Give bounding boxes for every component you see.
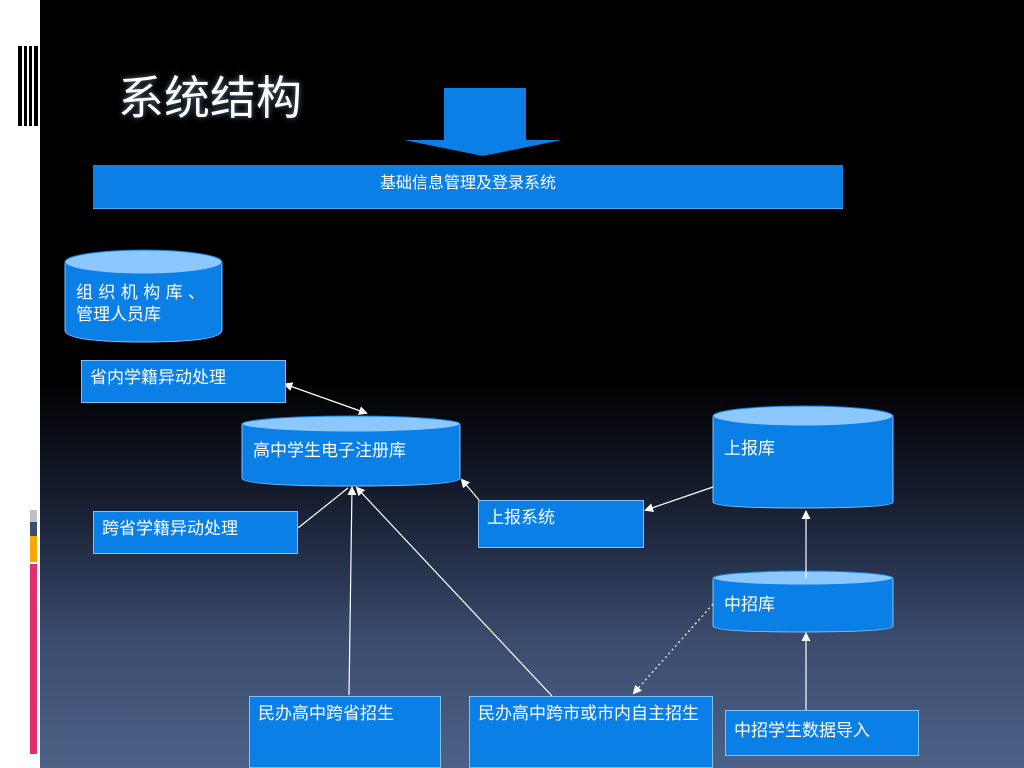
db-org-cylinder <box>64 249 223 343</box>
db-student-label: 高中学生电子注册库 <box>253 441 406 461</box>
arrow-reportdb-to-reportsys <box>644 486 714 512</box>
arrow-report-to-student <box>460 478 480 501</box>
box-report-system: 上报系统 <box>478 500 644 548</box>
box-cross-province-transfer: 跨省学籍异动处理 <box>93 511 298 554</box>
accent-block-navy <box>30 522 37 536</box>
accent-block-pink <box>30 564 37 754</box>
arrow-private-city-to-student <box>355 486 553 697</box>
box-private-cross-city: 民办高中跨市或市内自主招生 <box>469 696 713 768</box>
top-system-bar: 基础信息管理及登录系统 <box>93 165 843 209</box>
db-enroll-label: 中招库 <box>724 595 775 615</box>
accent-block-orange <box>30 536 37 562</box>
box-private-cross-province: 民办高中跨省招生 <box>249 696 441 768</box>
big-down-arrow <box>404 88 562 156</box>
arrow-inprov-student <box>283 382 368 415</box>
db-org-label: 组 织 机 构 库 、 管理人员库 <box>76 283 206 325</box>
db-report-label: 上报库 <box>724 439 775 459</box>
accent-block-gray <box>30 510 37 522</box>
dotted-arrow-enroll-to-private <box>632 603 714 695</box>
arrow-private-prov-to-student <box>347 486 357 696</box>
db-report-cylinder <box>712 405 894 509</box>
title-bars-decoration <box>18 46 38 126</box>
line-crossprov-student <box>297 487 349 529</box>
box-in-province-transfer: 省内学籍异动处理 <box>81 360 286 403</box>
page-title: 系统结构 <box>118 71 302 125</box>
db-student-cylinder <box>241 415 461 487</box>
box-enroll-import: 中招学生数据导入 <box>725 710 919 756</box>
db-enroll-cylinder <box>712 570 894 633</box>
